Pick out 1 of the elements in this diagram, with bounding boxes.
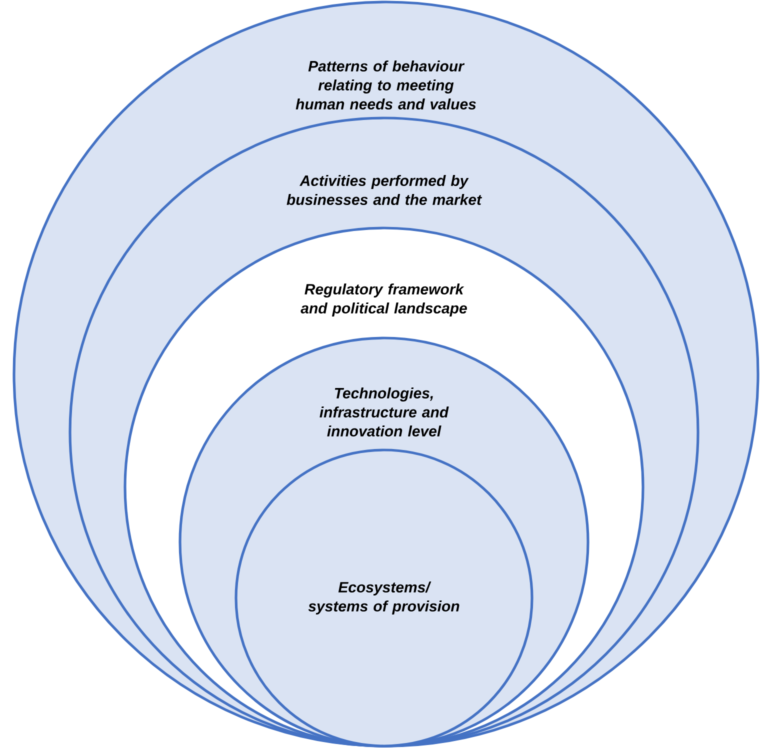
- node-label: Ecosystems/ systems of provision: [308, 582, 460, 614]
